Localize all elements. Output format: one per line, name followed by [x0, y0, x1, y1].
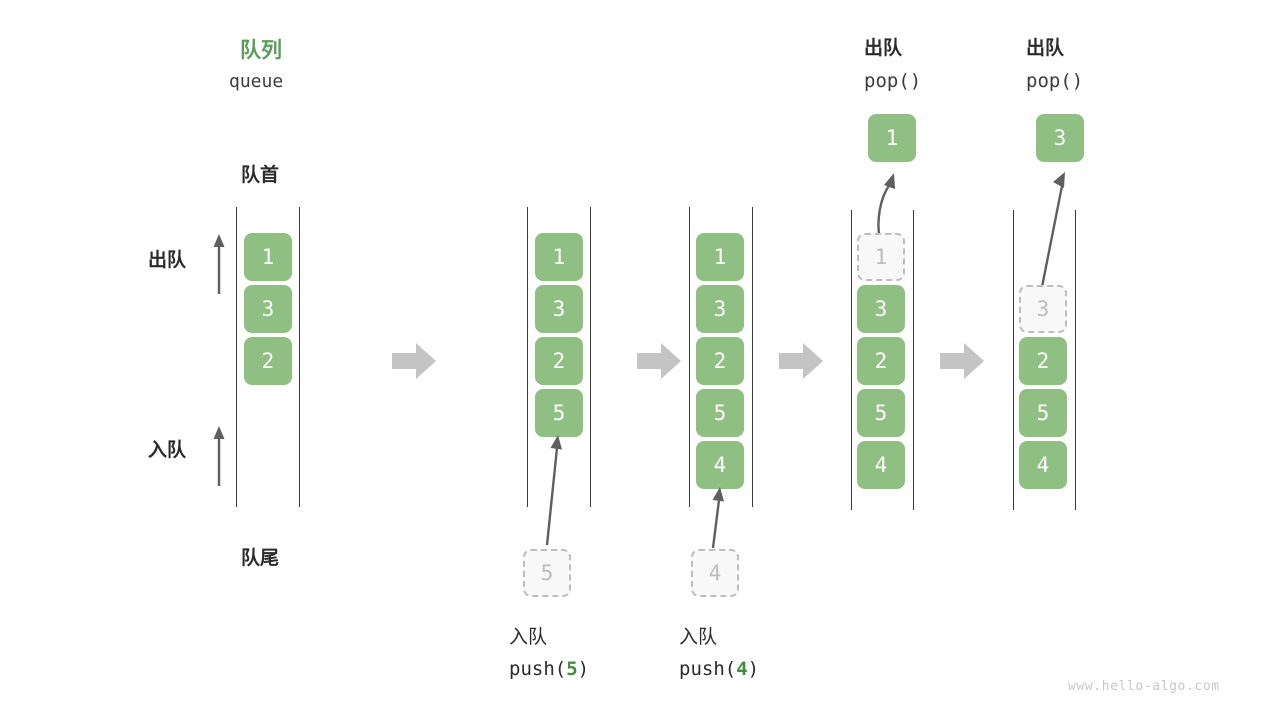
rail-right-step-3 [752, 207, 753, 507]
enqueue-direction-label: 入队 [148, 440, 187, 461]
step-transition-arrow-icon [637, 343, 681, 379]
dequeue-direction-label: 出队 [148, 250, 187, 271]
queue-cell: 3 [857, 285, 905, 333]
diagram-title-cn: 队列 [240, 39, 282, 62]
step-caption-cn: 入队 [679, 627, 718, 648]
rear-label: 队尾 [241, 548, 280, 569]
pop-header-code: pop() [1026, 70, 1084, 92]
rail-right-step-5 [1075, 210, 1076, 510]
diagram-title-en: queue [229, 71, 284, 92]
pop-header-code: pop() [864, 70, 922, 92]
popped-value-cell: 3 [1036, 114, 1084, 162]
queue-cell: 3 [535, 285, 583, 333]
popped-ghost-cell: 3 [1019, 285, 1067, 333]
push-code-prefix: push( [509, 658, 567, 680]
popped-ghost-cell: 1 [857, 233, 905, 281]
queue-cell: 5 [857, 389, 905, 437]
pop-header-cn: 出队 [864, 38, 903, 59]
queue-cell: 4 [696, 441, 744, 489]
queue-cell: 4 [1019, 441, 1067, 489]
rail-right-step-1 [299, 207, 300, 507]
rail-left-step-2 [527, 207, 528, 507]
queue-cell: 2 [696, 337, 744, 385]
queue-cell: 2 [535, 337, 583, 385]
step-caption-cn: 入队 [509, 627, 548, 648]
enqueue-direction-arrow-icon [213, 426, 225, 486]
front-label: 队首 [241, 165, 280, 186]
queue-cell: 1 [696, 233, 744, 281]
rail-left-step-4 [851, 210, 852, 510]
step-caption-code: push(4) [679, 658, 759, 680]
queue-cell: 5 [696, 389, 744, 437]
rail-left-step-5 [1013, 210, 1014, 510]
queue-cell: 4 [857, 441, 905, 489]
queue-cell: 1 [535, 233, 583, 281]
rail-left-step-1 [236, 207, 237, 507]
push-code-suffix: ) [577, 658, 590, 680]
queue-cell: 3 [696, 285, 744, 333]
rail-right-step-2 [590, 207, 591, 507]
queue-cell: 5 [1019, 389, 1067, 437]
push-code-arg: 4 [736, 658, 748, 680]
watermark: www.hello-algo.com [1068, 679, 1220, 694]
push-arrow-icon-step-3 [711, 487, 724, 549]
step-transition-arrow-icon [779, 343, 823, 379]
pop-header-cn: 出队 [1026, 38, 1065, 59]
push-code-prefix: push( [679, 658, 737, 680]
rail-left-step-3 [689, 207, 690, 507]
queue-cell: 1 [244, 233, 292, 281]
pushed-ghost-cell: 4 [691, 549, 739, 597]
step-caption-code: push(5) [509, 658, 589, 680]
push-code-suffix: ) [747, 658, 760, 680]
pop-arrow-icon-step-5 [1039, 172, 1065, 293]
dequeue-direction-arrow-icon [213, 234, 225, 294]
push-code-arg: 5 [566, 658, 578, 680]
queue-cell: 2 [1019, 337, 1067, 385]
popped-value-cell: 1 [868, 114, 916, 162]
step-transition-arrow-icon [392, 343, 436, 379]
queue-cell: 5 [535, 389, 583, 437]
queue-cell: 2 [244, 337, 292, 385]
push-arrow-icon-step-2 [545, 435, 562, 546]
queue-cell: 3 [244, 285, 292, 333]
pushed-ghost-cell: 5 [523, 549, 571, 597]
queue-cell: 2 [857, 337, 905, 385]
rail-right-step-4 [913, 210, 914, 510]
step-transition-arrow-icon [940, 343, 984, 379]
